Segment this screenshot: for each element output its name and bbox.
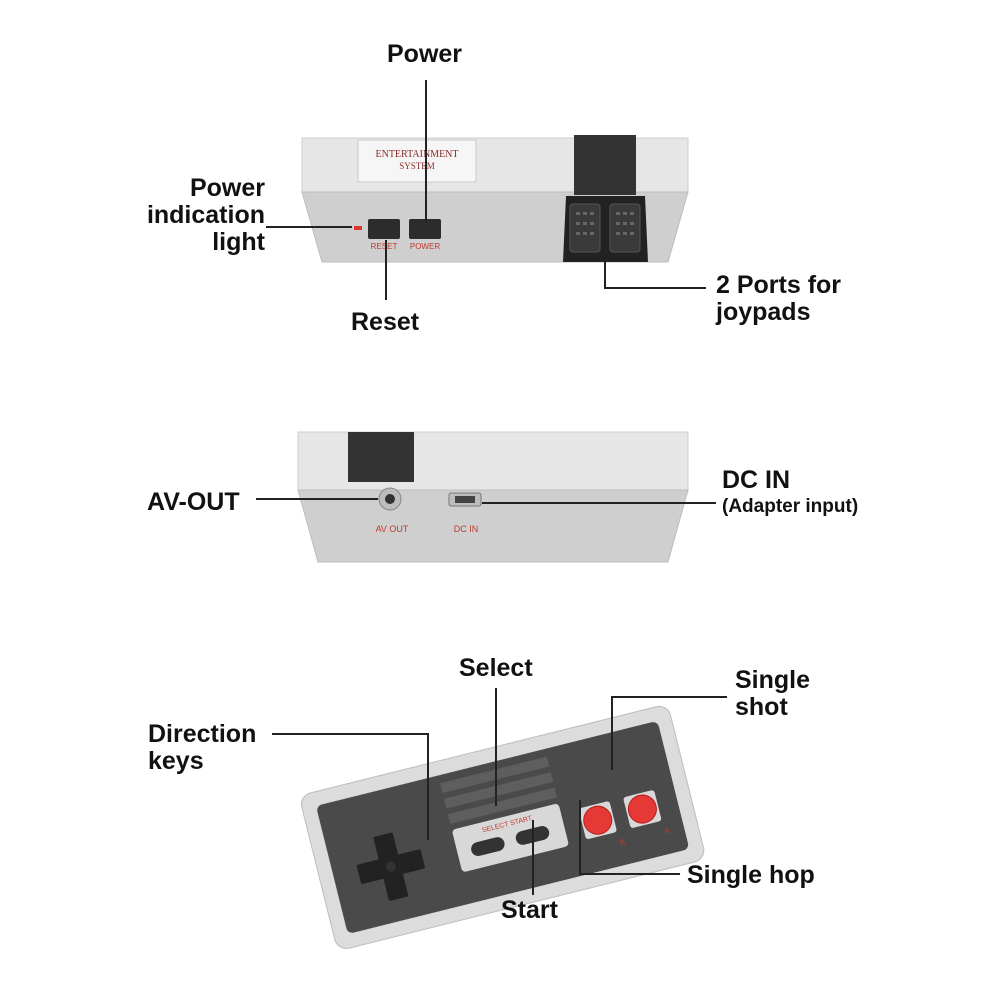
callout-power: Power (387, 40, 463, 68)
av-out-print: AV OUT (376, 524, 409, 534)
port-cover (574, 135, 636, 195)
single-hop-button[interactable] (581, 803, 615, 837)
controller: SELECT START B A (301, 705, 705, 949)
callout-ports-line2: joypads (716, 298, 811, 326)
single-shot-button[interactable] (625, 792, 659, 826)
callout-power-light-line3: light (212, 228, 265, 256)
select-button[interactable] (470, 836, 506, 858)
callout-single-shot: Single shot (735, 667, 810, 721)
callout-single-shot-line1: Single (735, 666, 811, 694)
label-plate-line2: SYSTEM (399, 161, 435, 171)
callout-dc-in: DC IN (722, 466, 791, 494)
console-back: AV OUT DC IN (297, 431, 689, 563)
leader-lines (256, 80, 727, 895)
direction-keys[interactable] (351, 827, 431, 907)
callout-ports-line1: 2 Ports for (716, 271, 842, 299)
power-button[interactable] (409, 219, 441, 239)
callout-dc-in-sub: (Adapter input) (722, 496, 859, 517)
label-plate-line1: ENTERTAINMENT (375, 149, 458, 160)
port-cover-back (348, 432, 414, 482)
label-plate (357, 139, 477, 183)
callout-power-light-line2: indication (146, 201, 265, 229)
reset-print: RESET (371, 242, 398, 251)
callout-direction-line2: keys (148, 747, 204, 775)
callout-power-light: Power indication light (135, 175, 265, 256)
callout-select: Select (459, 654, 533, 682)
callout-single-hop: Single hop (687, 861, 815, 889)
callout-ports: 2 Ports for joypads (716, 272, 841, 326)
reset-button[interactable] (368, 219, 400, 239)
callout-direction-line1: Direction (148, 720, 257, 748)
callout-start: Start (501, 896, 558, 924)
callout-direction-keys: Direction keys (148, 721, 256, 775)
callout-av-out: AV-OUT (147, 488, 240, 516)
b-print: B (619, 837, 626, 847)
callout-single-shot-line2: shot (735, 693, 788, 721)
console-front: ENTERTAINMENT SYSTEM RESET POWER (301, 135, 689, 263)
callout-reset: Reset (351, 308, 420, 336)
power-print: POWER (410, 242, 440, 251)
power-light (354, 226, 362, 230)
dc-in-print: DC IN (454, 524, 479, 534)
callout-power-light-line1: Power (189, 174, 265, 202)
a-print: A (663, 826, 671, 836)
